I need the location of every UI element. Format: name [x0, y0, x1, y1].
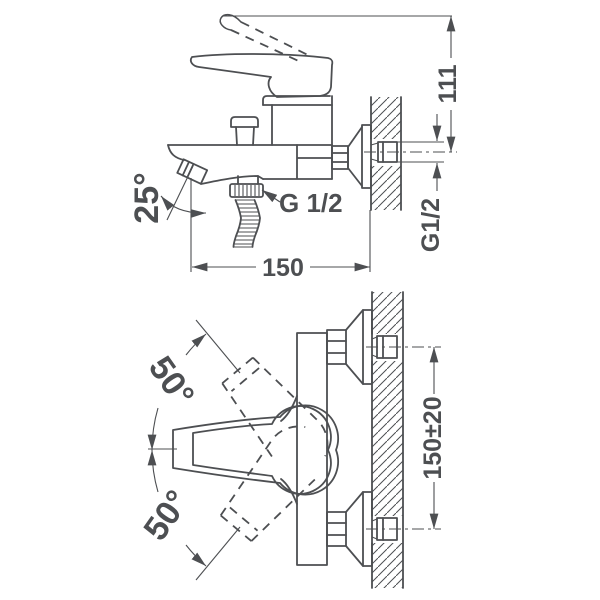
- escutcheon: [347, 124, 372, 189]
- hose-adapter: [229, 175, 264, 198]
- hose-thread-label: G 1/2: [279, 188, 343, 218]
- shower-hose: [232, 199, 261, 248]
- dim-width-label: 150: [262, 254, 304, 282]
- pipe-fitting: [370, 141, 398, 163]
- fitting-reference-lines: [397, 141, 444, 163]
- swing-lower-label: 50°: [136, 484, 197, 548]
- dim-inlet-spacing: 150±20: [419, 347, 447, 529]
- faucet-body: [167, 95, 333, 180]
- dim-height: 111: [222, 15, 462, 152]
- side-view-drawing: 111 G1/2 G 1/2 150 25°: [128, 13, 462, 282]
- wall-section-plan: [371, 291, 404, 589]
- dim-swing-upper: 50°: [141, 319, 241, 451]
- diverter-knob: [230, 116, 259, 146]
- cartridge-cap: [262, 95, 331, 106]
- plan-view-drawing: 50° 50° 150±20: [136, 291, 447, 589]
- hex-nut: [331, 145, 349, 170]
- aerator: [176, 158, 209, 185]
- dim-spout-angle: 25°: [128, 165, 207, 224]
- inlet-centerlines: [366, 346, 441, 530]
- hose-thread-callout: G 1/2: [261, 188, 343, 218]
- dim-spacing-label: 150±20: [419, 396, 447, 479]
- dim-wall-thread-label: G1/2: [417, 198, 445, 252]
- wall-section: [370, 96, 402, 211]
- lever-handle: [189, 53, 334, 98]
- spout-angle-label: 25°: [128, 172, 166, 223]
- spout: [167, 144, 264, 185]
- swing-upper-label: 50°: [141, 350, 202, 414]
- dim-wall-thread: G1/2: [417, 114, 445, 252]
- faucet-body-plan: [280, 332, 328, 566]
- dim-width: 150: [190, 178, 371, 282]
- handle-plan: [172, 404, 339, 496]
- dim-height-label: 111: [434, 64, 462, 103]
